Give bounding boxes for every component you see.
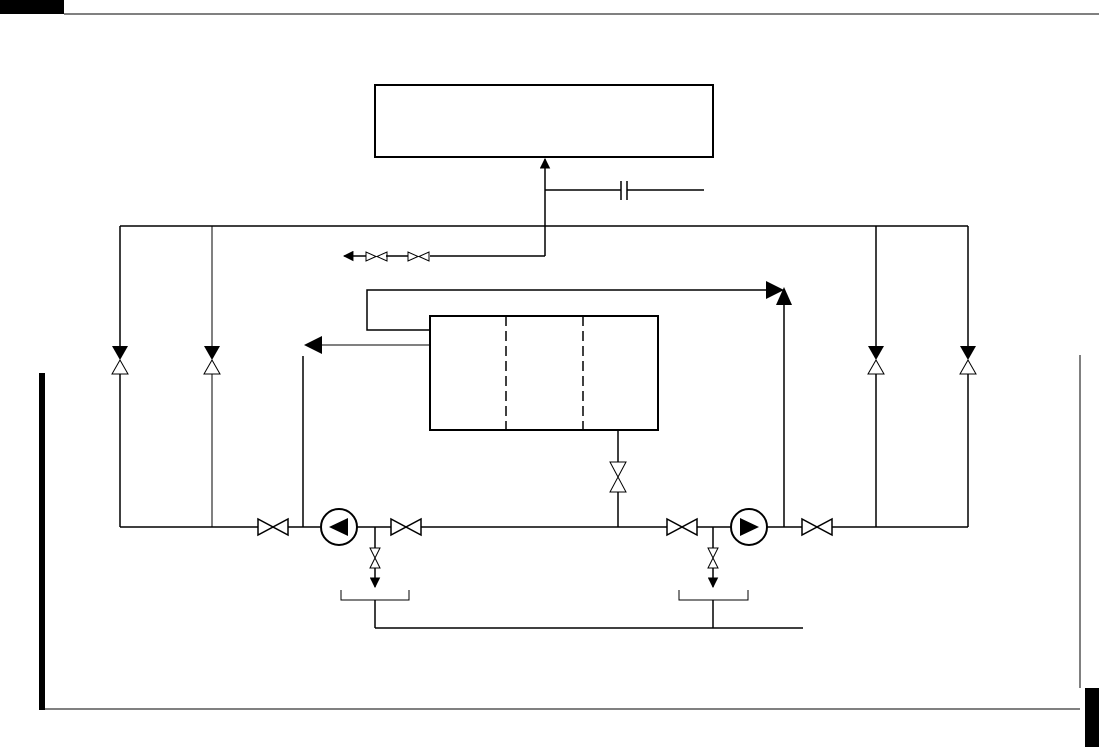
capacitor-symbol [620,181,628,200]
left-inner-valve [203,346,221,375]
right-riser-arrow-head [766,281,784,299]
right-outer-valve [959,346,977,375]
header-tab [0,0,64,14]
tank-loop-pipe [366,289,774,331]
left-drain-valve [369,547,381,569]
right-drain-funnel [678,590,749,601]
bottom-valve-left [257,517,289,537]
right-drain-valve [707,547,719,569]
right-riser-top-arrow [776,287,792,305]
left-riser-arrow-head [304,336,322,354]
pump-right [730,508,768,546]
tank [429,315,659,431]
drain-valve-1 [365,251,388,262]
bottom-valve-right [801,517,833,537]
left-outer-valve [111,346,129,375]
bottom-valve-mid-left [390,517,422,537]
bottom-valve-mid-right [666,517,698,537]
drain-valve-2 [407,251,430,262]
pump-left [320,508,358,546]
equipment-box [374,84,714,158]
left-drain-funnel [340,590,410,601]
page-corner-block [1085,688,1099,747]
right-inner-valve [867,346,885,375]
tank-bottom-valve [609,461,627,493]
